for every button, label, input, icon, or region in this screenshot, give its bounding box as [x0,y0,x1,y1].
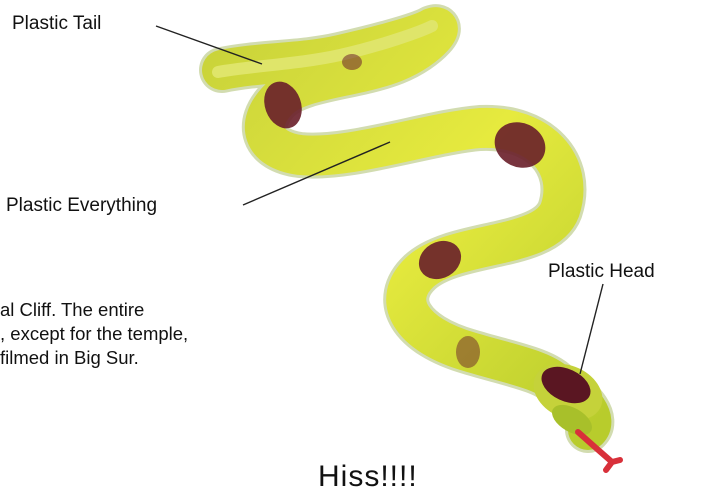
caption-line-3: filmed in Big Sur. [0,346,188,370]
plastic-head-label: Plastic Head [548,262,655,281]
plastic-tail-label: Plastic Tail [12,14,101,33]
caption-line-2: , except for the temple, [0,322,188,346]
snake-photo [0,0,723,481]
bottom-cut-text: Hiss!!!! [318,462,418,492]
plastic-everything-label: Plastic Everything [6,196,157,215]
caption-paragraph: al Cliff. The entire , except for the te… [0,298,188,370]
caption-line-1: al Cliff. The entire [0,298,188,322]
